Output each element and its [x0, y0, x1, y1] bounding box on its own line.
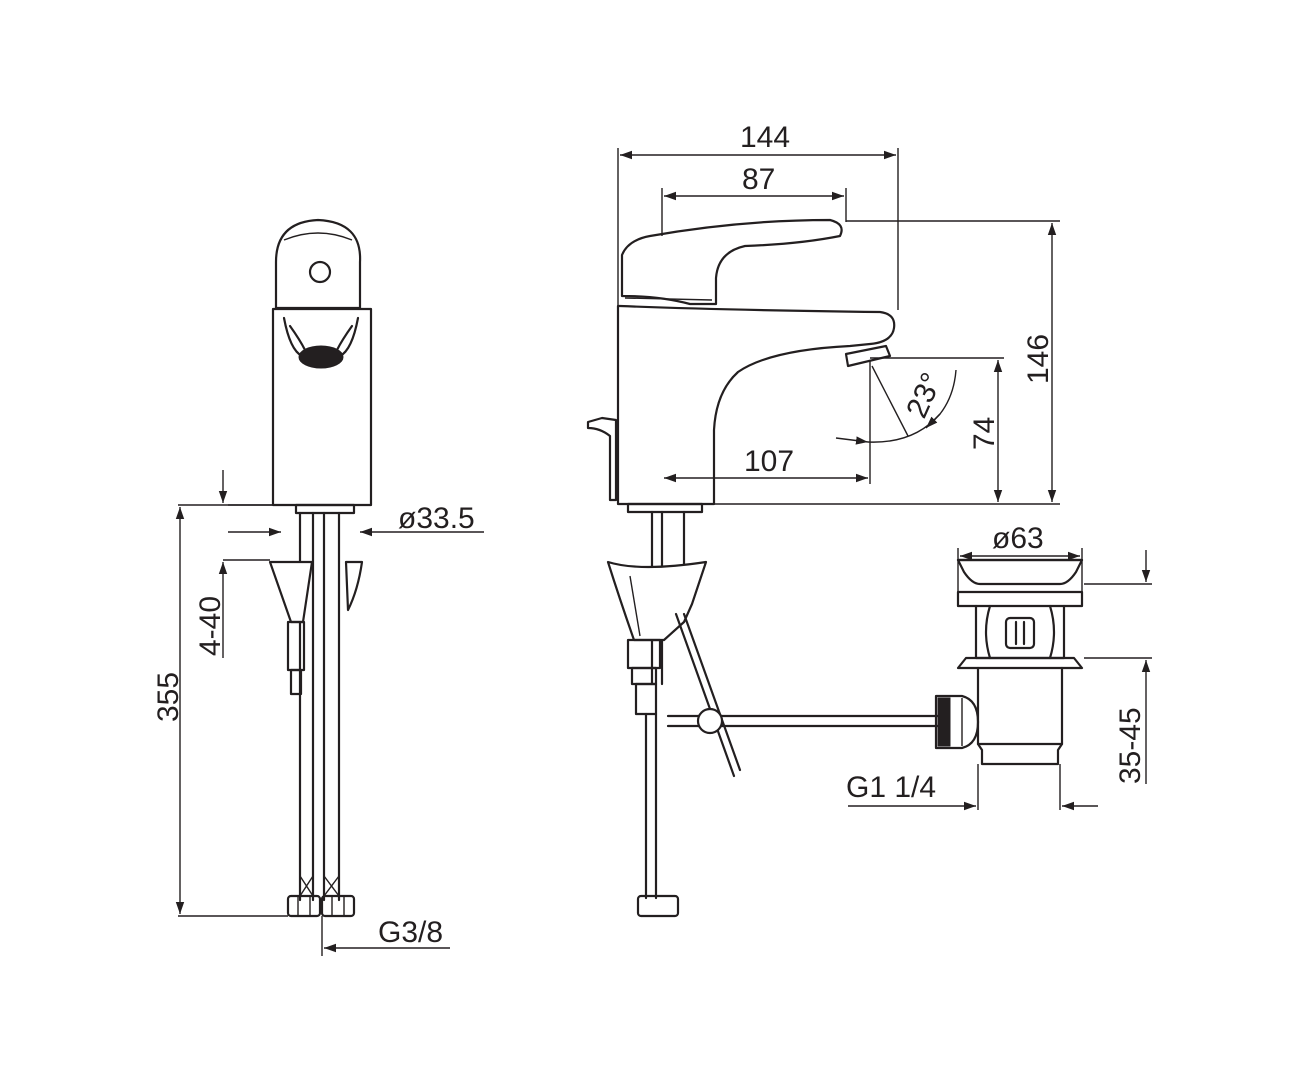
dim-hose-length: 355: [152, 672, 185, 722]
waste-outlet: [934, 694, 980, 750]
dim-plug-diameter: ø63: [992, 522, 1044, 555]
dim-spout-reach: 107: [744, 445, 794, 478]
side-hose-nut: [636, 894, 680, 918]
dim-body-diameter: ø33.5: [398, 502, 475, 535]
waste-plug: [956, 558, 1084, 586]
dim-outlet-thread: G1 1/4: [846, 771, 936, 804]
front-hose-nut-left: [286, 894, 322, 918]
front-handle-indicator: [308, 260, 332, 284]
dim-total-reach: 144: [740, 121, 790, 154]
side-handle-lever: [620, 218, 843, 306]
front-aerator: [298, 345, 344, 369]
front-view: ø33.5 4-40 355 G3/8: [152, 218, 484, 956]
side-linkage-pivot: [696, 707, 724, 735]
side-mounting-bracket: [606, 560, 708, 642]
waste-body: [976, 666, 1064, 766]
dim-deck-thickness: 4-40: [194, 596, 227, 656]
waste-nut: [956, 656, 1084, 670]
front-body: [271, 307, 373, 507]
waste-flange: [956, 590, 1084, 608]
dim-basin-thickness: 35-45: [1114, 707, 1147, 784]
dim-spout-angle: 23°: [900, 368, 949, 423]
dim-handle-reach: 87: [742, 163, 775, 196]
waste-slot: [1004, 616, 1036, 650]
dim-spout-height: 74: [968, 417, 1001, 450]
side-view: 144 87 146 74 107 23°: [586, 121, 1060, 918]
side-aerator: [844, 344, 892, 368]
side-body: [616, 304, 896, 506]
dim-total-height: 146: [1022, 334, 1055, 384]
dim-hose-thread: G3/8: [378, 916, 443, 949]
front-handle: [274, 218, 362, 310]
front-hose-nut-right: [320, 894, 356, 918]
front-mounting-bracket: [268, 560, 314, 624]
waste-view: ø63 35-45 G1 1/4: [846, 522, 1152, 811]
side-popup-rod: [586, 416, 618, 502]
